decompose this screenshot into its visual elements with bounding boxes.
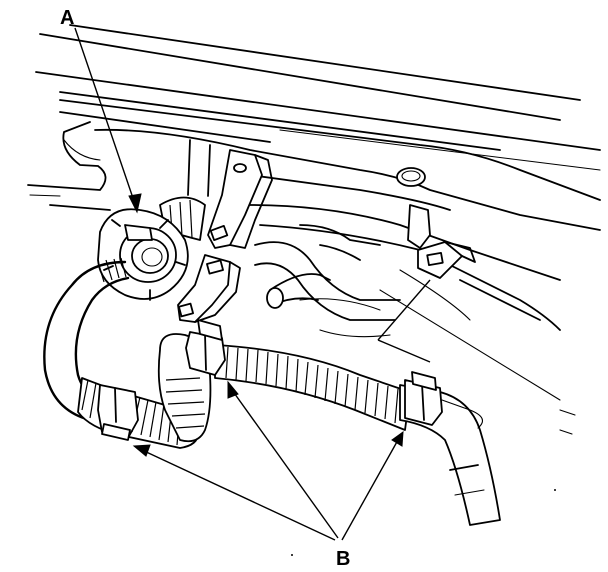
component-a-fitting — [97, 196, 206, 301]
callout-label-b: B — [336, 548, 350, 570]
right-end-hose — [399, 371, 501, 526]
lower-bracket — [177, 254, 241, 323]
right-clip-bracket — [407, 204, 476, 279]
leader-b-lines — [132, 279, 431, 541]
long-corrugated-hose — [185, 319, 411, 431]
inner-pipes — [254, 224, 401, 321]
frame-rails — [27, 24, 601, 435]
speck — [291, 554, 293, 556]
speck — [554, 489, 556, 491]
left-hose-loop — [43, 257, 200, 449]
callout-label-a: A — [60, 7, 74, 29]
upper-bracket — [207, 149, 273, 249]
leader-a — [74, 27, 142, 214]
